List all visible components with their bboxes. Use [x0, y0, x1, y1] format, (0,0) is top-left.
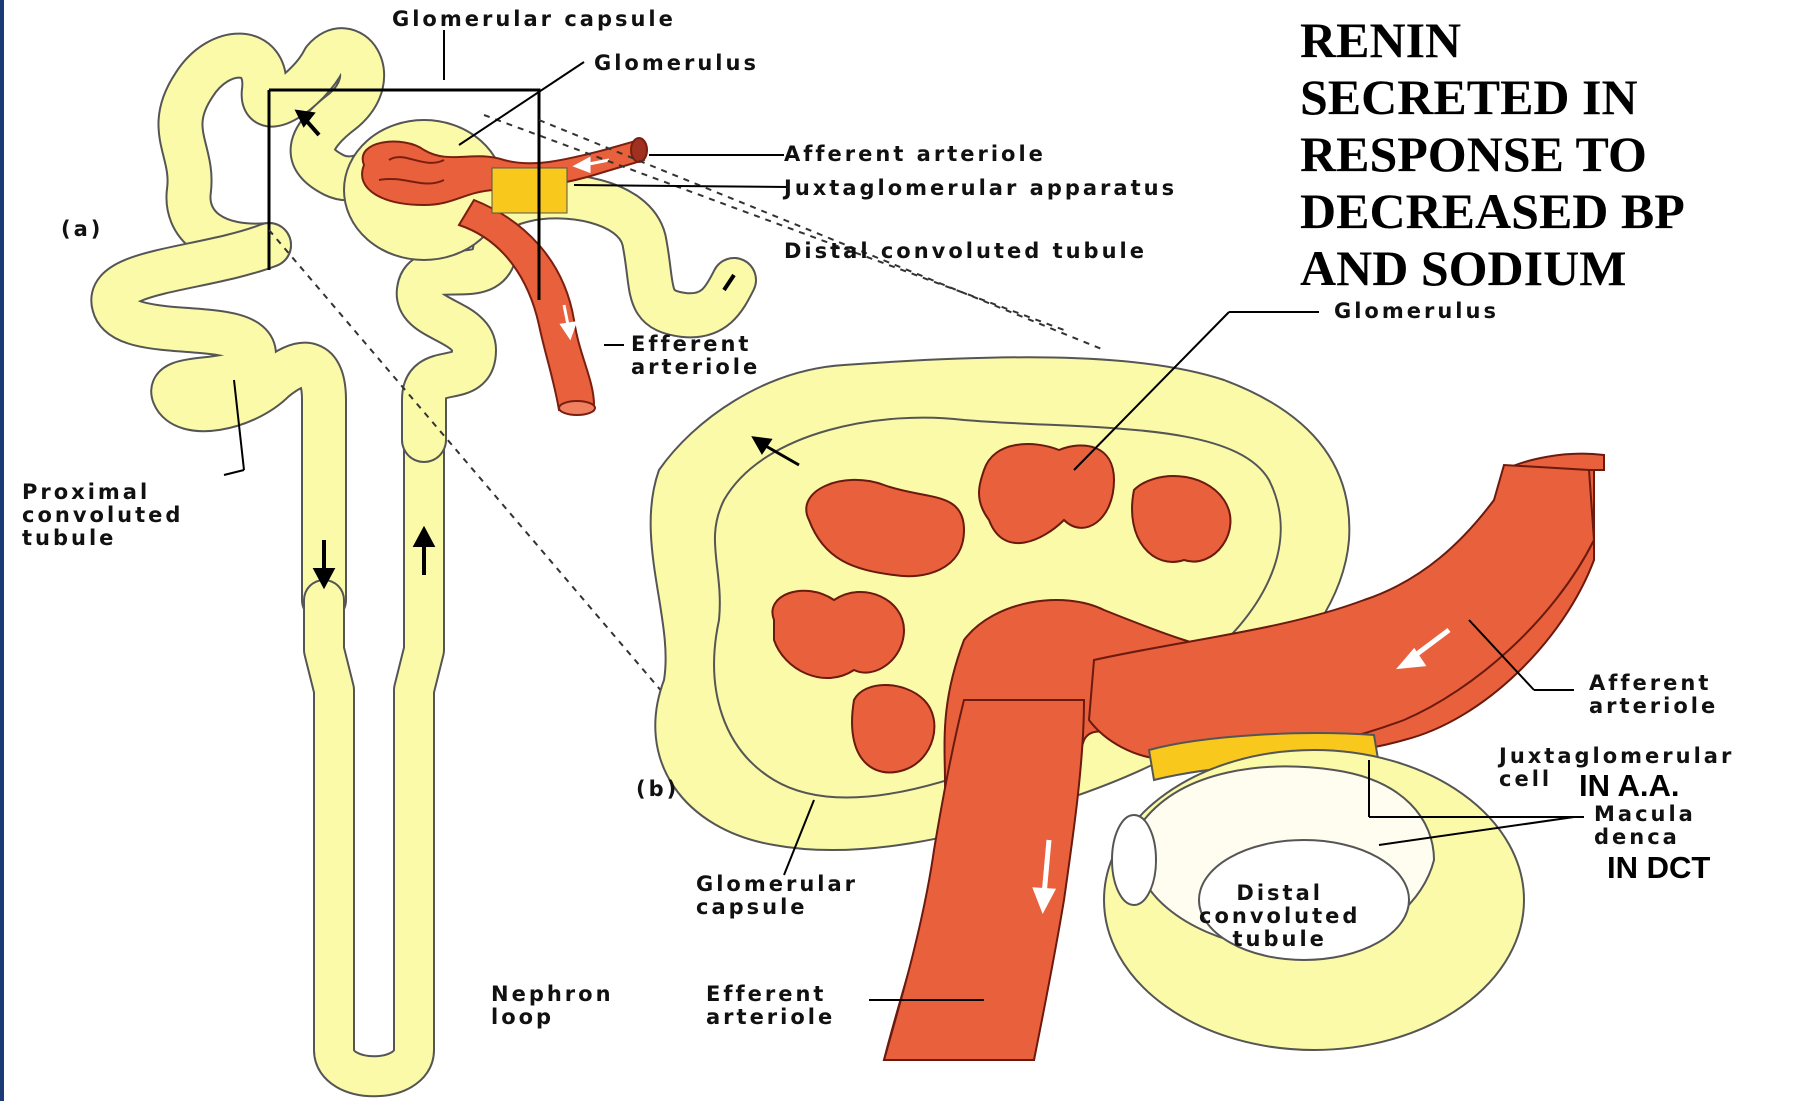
- note-in-dct: IN DCT: [1607, 850, 1710, 886]
- label-panel-b: (b): [636, 778, 679, 801]
- renin-line-3: RESPONSE TO: [1300, 126, 1685, 183]
- label-afferent-arteriole-top: Afferent arteriole: [784, 143, 1046, 166]
- label-afferent-arteriole-b: Afferent arteriole: [1589, 672, 1718, 718]
- label-nephron-loop: Nephron loop: [491, 983, 614, 1029]
- label-glomerulus-top: Glomerulus: [594, 52, 759, 75]
- label-efferent-arteriole-b: Efferent arteriole: [706, 983, 835, 1029]
- label-proximal-convoluted-tubule: Proximal convoluted tubule: [22, 481, 183, 550]
- label-panel-a: (a): [61, 218, 103, 241]
- renin-line-5: AND SODIUM: [1300, 240, 1685, 297]
- label-macula-densa: Macula denca: [1594, 803, 1696, 849]
- diagram-canvas: Glomerular capsule Glomerulus Afferent a…: [4, 0, 1809, 1101]
- renin-line-2: SECRETED IN: [1300, 69, 1685, 126]
- note-in-aa: IN A.A.: [1579, 768, 1679, 804]
- label-distal-convoluted-tubule-b: Distal convoluted tubule: [1199, 882, 1360, 951]
- renin-annotation: RENIN SECRETED IN RESPONSE TO DECREASED …: [1300, 12, 1685, 297]
- label-distal-convoluted-tubule-top: Distal convoluted tubule: [784, 240, 1147, 263]
- label-glomerular-capsule-top: Glomerular capsule: [392, 8, 676, 31]
- label-efferent-arteriole-top: Efferent arteriole: [631, 333, 760, 379]
- label-glomerular-capsule-b: Glomerular capsule: [696, 873, 858, 919]
- jga-a: [492, 168, 567, 213]
- renin-line-1: RENIN: [1300, 12, 1685, 69]
- renin-line-4: DECREASED BP: [1300, 183, 1685, 240]
- label-glomerulus-b: Glomerulus: [1334, 300, 1499, 323]
- label-juxtaglomerular-apparatus: Juxtaglomerular apparatus: [784, 177, 1177, 200]
